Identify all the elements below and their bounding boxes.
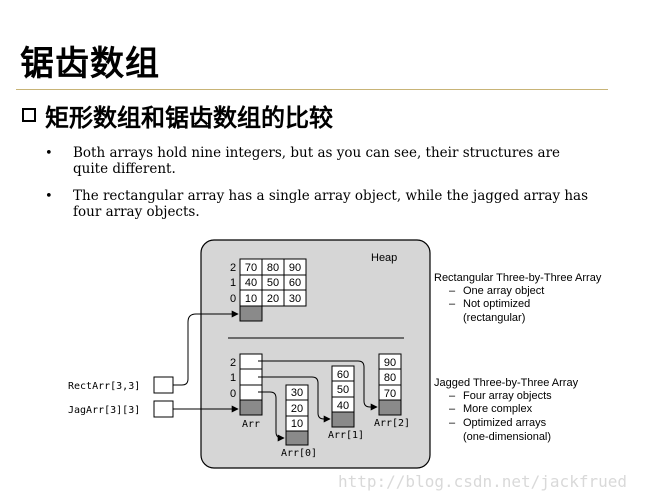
square-bullet-icon	[22, 108, 36, 122]
watermark-url: http://blog.csdn.net/jackfrued	[338, 472, 627, 491]
cell-value: 80	[384, 372, 396, 384]
title-divider	[16, 89, 608, 90]
rect-desc-item: (rectangular)	[463, 312, 525, 324]
jag-desc-item: (one-dimensional)	[463, 431, 551, 443]
cell-value: 40	[337, 400, 349, 412]
row-index-label: 0	[230, 293, 236, 305]
reference-arrows	[173, 310, 378, 442]
rect-desc-item: Not optimized	[463, 298, 530, 310]
rect-desc-item: One array object	[463, 285, 544, 297]
stack-variables: RectArr[3,3] JagArr[3][3]	[68, 376, 174, 418]
arr0-ref-arrow	[258, 391, 285, 442]
bullet-dot-2: •	[45, 189, 53, 204]
rect-array: 2 1 0 70 80 90 40 50 60 10 20 30	[230, 258, 307, 322]
cell-value: 50	[267, 277, 279, 289]
jag-index-label: 1	[230, 372, 236, 384]
cell-value: 10	[291, 418, 303, 430]
cell-value: 10	[245, 293, 257, 305]
cell-value: 20	[291, 403, 303, 415]
page-title: 锯齿数组	[20, 44, 160, 84]
desc-dash: –	[449, 403, 456, 415]
sub-array-label: Arr[1]	[328, 430, 364, 441]
cell-value: 90	[384, 357, 396, 369]
cell-value: 20	[267, 293, 279, 305]
jag-description: Jagged Three-by-Three Array – Four array…	[434, 377, 579, 443]
arr-label: Arr	[242, 419, 260, 430]
cell-value: 70	[245, 262, 257, 274]
sub-array-2: 90 80 70 Arr[2]	[374, 353, 410, 429]
sub-array-label: Arr[2]	[374, 418, 410, 429]
cell-value: 60	[289, 277, 301, 289]
cell-value: 80	[267, 262, 279, 274]
section-subtitle: 矩形数组和锯齿数组的比较	[45, 104, 333, 132]
cell-value: 30	[289, 293, 301, 305]
desc-dash: –	[449, 417, 456, 429]
arr2-ref-arrow	[258, 360, 378, 411]
cell-value: 30	[291, 387, 303, 399]
bullet-point-1: Both arrays hold nine integers, but as y…	[73, 145, 561, 177]
desc-dash: –	[449, 285, 456, 297]
sub-array-label: Arr[0]	[281, 448, 317, 459]
sub-array-0: 30 20 10 Arr[0]	[281, 384, 317, 459]
rect-description: Rectangular Three-by-Three Array – One a…	[434, 272, 602, 324]
var-rect-arr: RectArr[3,3]	[68, 381, 140, 392]
cell-value: 70	[384, 388, 396, 400]
jag-index-label: 2	[230, 357, 236, 369]
jag-desc-title: Jagged Three-by-Three Array	[434, 377, 579, 389]
rect-ref-arrow	[173, 310, 239, 386]
bullet-point-2: The rectangular array has a single array…	[73, 188, 589, 220]
cell-value: 60	[337, 369, 349, 381]
sub-array-1: 60 50 40 Arr[1]	[328, 365, 364, 441]
rect-array-grid	[239, 258, 307, 307]
pointer-array-header-cell	[239, 399, 263, 416]
jag-desc-item: More complex	[463, 403, 533, 415]
jag-desc-item: Four array objects	[463, 390, 552, 402]
arr1-ref-arrow	[258, 376, 331, 423]
desc-dash: –	[449, 390, 456, 402]
var-jag-arr: JagArr[3][3]	[68, 405, 140, 416]
row-index-label: 2	[230, 262, 236, 274]
desc-dash: –	[449, 298, 456, 310]
jag-desc-item: Optimized arrays	[463, 417, 547, 429]
rect-array-header-cell	[239, 305, 263, 322]
jagged-pointer-array: 2 1 0 Arr	[230, 353, 263, 430]
cell-value: 50	[337, 384, 349, 396]
bullet-dot-1: •	[45, 146, 53, 161]
rect-desc-title: Rectangular Three-by-Three Array	[434, 272, 602, 284]
heap-label: Heap	[371, 252, 397, 264]
row-index-label: 1	[230, 277, 236, 289]
cell-value: 90	[289, 262, 301, 274]
jag-index-label: 0	[230, 388, 236, 400]
cell-value: 40	[245, 277, 257, 289]
